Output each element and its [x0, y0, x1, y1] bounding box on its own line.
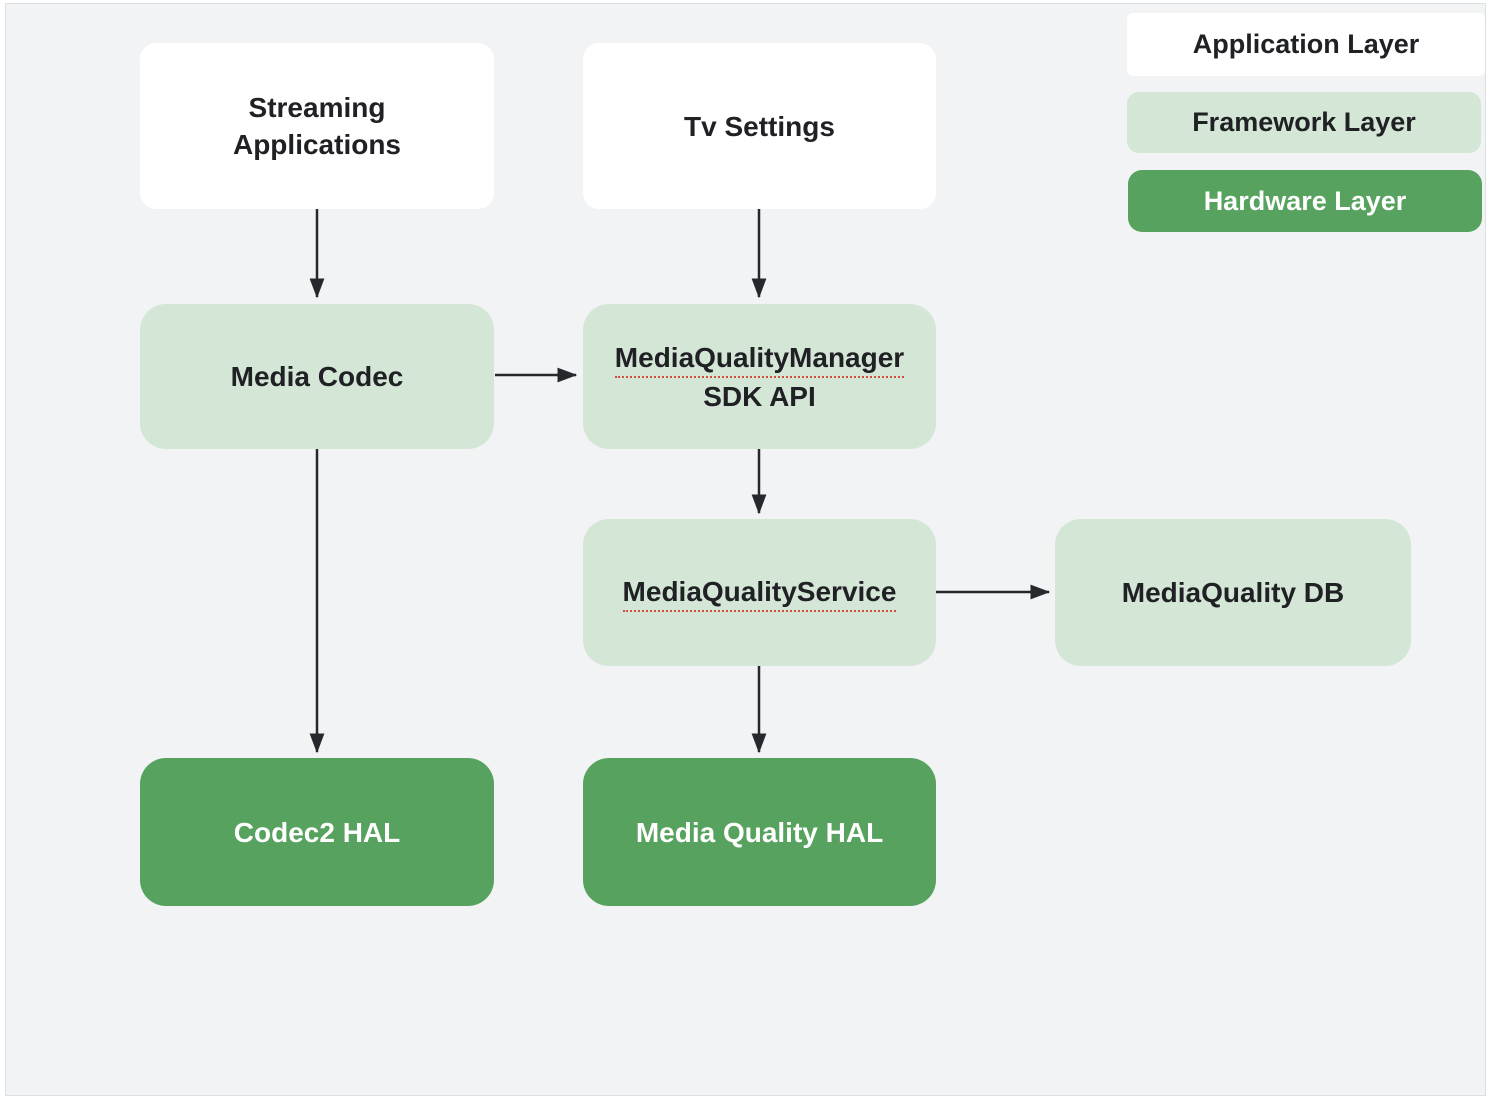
legend-hardware-layer: Hardware Layer: [1128, 170, 1482, 232]
node-label: SDK API: [703, 380, 816, 412]
node-label: Media Quality HAL: [635, 816, 884, 848]
diagram-canvas: Streaming Applications Tv Settings Media…: [5, 3, 1486, 1096]
node-media-quality-hal: Media Quality HAL: [583, 758, 936, 906]
node-mediaqualitymanager-sdk-api: MediaQualityManager SDK API: [583, 304, 936, 449]
node-codec2-hal: Codec2 HAL: [140, 758, 494, 906]
node-label-spellchecked: MediaQualityService: [622, 573, 897, 612]
node-media-codec: Media Codec: [140, 304, 494, 449]
legend-application-layer: Application Layer: [1127, 13, 1485, 76]
legend-framework-layer: Framework Layer: [1127, 92, 1481, 153]
node-label: Streaming: [248, 92, 386, 123]
node-label: MediaQuality DB: [1121, 577, 1345, 608]
legend-label: Framework Layer: [1192, 107, 1416, 137]
legend-label: Application Layer: [1192, 29, 1420, 59]
node-mediaquality-db: MediaQuality DB: [1055, 519, 1411, 666]
node-label: Media Codec: [230, 361, 404, 392]
node-label: Codec2 HAL: [233, 816, 401, 848]
node-mediaqualityservice: MediaQualityService: [583, 519, 936, 666]
node-label: Tv Settings: [684, 110, 835, 142]
node-label-spellchecked: MediaQualityManager: [614, 339, 905, 378]
legend-label: Hardware Layer: [1203, 185, 1407, 216]
node-streaming-applications: Streaming Applications: [140, 43, 494, 209]
node-label: Applications: [232, 129, 401, 160]
node-tv-settings: Tv Settings: [583, 43, 936, 209]
